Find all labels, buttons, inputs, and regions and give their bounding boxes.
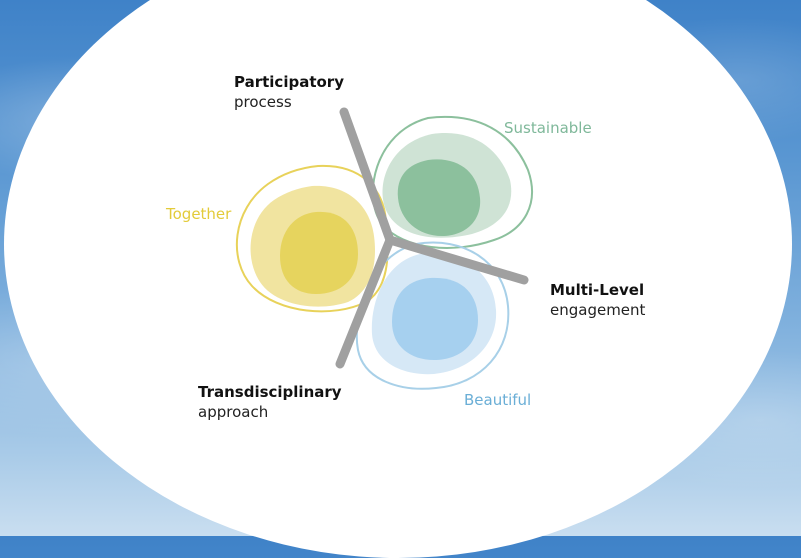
sustainable-label: Sustainable — [504, 119, 592, 137]
beautiful-label: Beautiful — [464, 391, 532, 409]
participatory-label: Participatory process — [234, 72, 344, 112]
together-blob — [235, 164, 389, 313]
together-outline — [235, 164, 389, 313]
participatory-subtitle: process — [234, 93, 292, 111]
transdisciplinary-subtitle: approach — [198, 403, 269, 421]
multi-level-label: Multi-Level engagement — [550, 280, 645, 320]
transdisciplinary-label: Transdisciplinary approach — [198, 382, 342, 422]
participatory-title: Participatory — [234, 73, 344, 91]
beautiful-fill-dark — [392, 277, 478, 360]
multi-level-subtitle: engagement — [550, 301, 646, 319]
sustainable-blob — [371, 116, 533, 249]
transdisciplinary-title: Transdisciplinary — [198, 383, 342, 401]
sustainable-fill-dark — [397, 159, 481, 236]
together-fill-dark — [280, 211, 358, 294]
divider-transdisciplinary — [335, 235, 395, 369]
divider-multi-level — [385, 235, 529, 285]
multi-level-title: Multi-Level — [550, 281, 645, 299]
values-diagram — [235, 107, 533, 390]
together-label: Together — [166, 205, 232, 223]
divider-lines — [335, 107, 529, 369]
divider-participatory — [339, 107, 395, 245]
